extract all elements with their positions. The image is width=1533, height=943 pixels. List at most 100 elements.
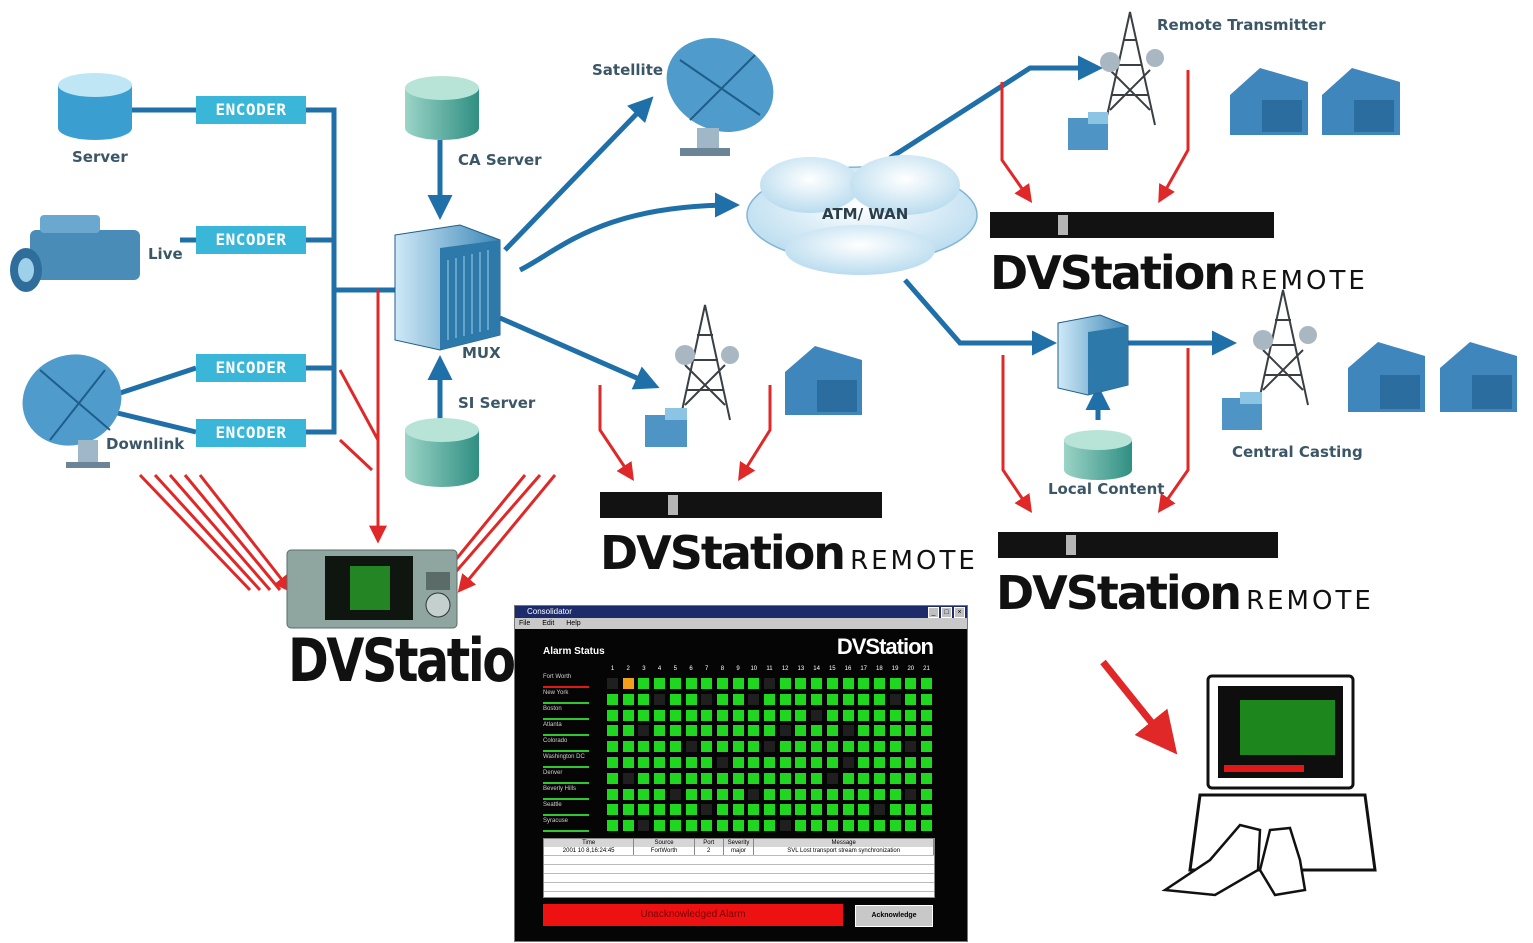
alarm-cell[interactable] <box>716 709 728 721</box>
alarm-cell[interactable] <box>905 725 917 737</box>
alarm-cell[interactable] <box>873 820 885 832</box>
alarm-cell[interactable] <box>873 804 885 816</box>
alarm-cell[interactable] <box>889 709 901 721</box>
alarm-cell[interactable] <box>811 772 823 784</box>
site-item[interactable]: Syracuse <box>543 818 599 834</box>
alarm-cell[interactable] <box>764 693 775 705</box>
alarm-cell[interactable] <box>732 678 744 689</box>
alarm-cell[interactable] <box>607 804 618 816</box>
alarm-cell[interactable] <box>732 788 744 800</box>
alarm-cell[interactable] <box>811 709 823 721</box>
alarm-cell[interactable] <box>701 804 713 816</box>
alarm-cell[interactable] <box>622 772 634 784</box>
alarm-cell[interactable] <box>889 757 901 768</box>
alarm-cell[interactable] <box>795 804 807 816</box>
alarm-cell[interactable] <box>622 788 634 800</box>
alarm-cell[interactable] <box>701 709 713 721</box>
alarm-cell[interactable] <box>748 678 760 689</box>
alarm-cell[interactable] <box>905 820 917 832</box>
alarm-cell[interactable] <box>701 741 713 753</box>
alarm-cell[interactable] <box>889 804 901 816</box>
alarm-cell[interactable] <box>779 741 791 753</box>
alarm-cell[interactable] <box>622 693 634 705</box>
alarm-cell[interactable] <box>811 693 823 705</box>
alarm-cell[interactable] <box>622 741 634 753</box>
column-header[interactable]: Source <box>634 839 695 847</box>
alarm-cell[interactable] <box>638 820 650 832</box>
alarm-cell[interactable] <box>921 772 932 784</box>
alarm-cell[interactable] <box>732 772 744 784</box>
alarm-cell[interactable] <box>654 678 666 689</box>
column-header[interactable]: Severity <box>724 839 755 847</box>
site-item[interactable]: Denver <box>543 770 599 786</box>
alarm-cell[interactable] <box>811 804 823 816</box>
alarm-cell[interactable] <box>732 725 744 737</box>
alarm-cell[interactable] <box>654 772 666 784</box>
alarm-cell[interactable] <box>811 757 823 768</box>
alarm-cell[interactable] <box>607 709 618 721</box>
alarm-cell[interactable] <box>607 788 618 800</box>
alarm-cell[interactable] <box>701 788 713 800</box>
alarm-cell[interactable] <box>779 804 791 816</box>
alarm-cell[interactable] <box>622 709 634 721</box>
alarm-cell[interactable] <box>842 709 854 721</box>
alarm-cell[interactable] <box>638 693 650 705</box>
column-header[interactable]: Message <box>754 839 934 847</box>
alarm-cell[interactable] <box>858 788 870 800</box>
alarm-cell[interactable] <box>858 772 870 784</box>
alarm-cell[interactable] <box>779 757 791 768</box>
alarm-cell[interactable] <box>826 693 838 705</box>
alarm-cell[interactable] <box>607 725 618 737</box>
alarm-cell[interactable] <box>826 820 838 832</box>
alarm-cell[interactable] <box>748 757 760 768</box>
alarm-cell[interactable] <box>638 772 650 784</box>
alarm-cell[interactable] <box>654 693 666 705</box>
alarm-cell[interactable] <box>607 678 618 689</box>
alarm-cell[interactable] <box>811 788 823 800</box>
alarm-cell[interactable] <box>622 804 634 816</box>
alarm-cell[interactable] <box>701 678 713 689</box>
alarm-cell[interactable] <box>701 757 713 768</box>
alarm-cell[interactable] <box>764 709 775 721</box>
alarm-cell[interactable] <box>858 678 870 689</box>
alarm-cell[interactable] <box>858 741 870 753</box>
alarm-cell[interactable] <box>889 772 901 784</box>
alarm-cell[interactable] <box>858 693 870 705</box>
alarm-cell[interactable] <box>748 804 760 816</box>
alarm-cell[interactable] <box>716 788 728 800</box>
alarm-cell[interactable] <box>716 741 728 753</box>
alarm-cell[interactable] <box>764 741 775 753</box>
site-item[interactable]: Boston <box>543 706 599 722</box>
alarm-cell[interactable] <box>842 788 854 800</box>
alarm-cell[interactable] <box>748 709 760 721</box>
alarm-cell[interactable] <box>732 804 744 816</box>
alarm-cell[interactable] <box>921 693 932 705</box>
alarm-cell[interactable] <box>716 804 728 816</box>
alarm-cell[interactable] <box>889 820 901 832</box>
alarm-cell[interactable] <box>795 678 807 689</box>
alarm-cell[interactable] <box>811 725 823 737</box>
site-item[interactable]: Fort Worth <box>543 674 599 690</box>
alarm-cell[interactable] <box>921 757 932 768</box>
site-item[interactable]: New York <box>543 690 599 706</box>
alarm-cell[interactable] <box>858 804 870 816</box>
alarm-cell[interactable] <box>795 693 807 705</box>
alarm-cell[interactable] <box>779 820 791 832</box>
alarm-cell[interactable] <box>795 709 807 721</box>
alarm-cell[interactable] <box>842 678 854 689</box>
alarm-cell[interactable] <box>795 725 807 737</box>
menu-edit[interactable]: Edit <box>542 620 555 627</box>
alarm-cell[interactable] <box>732 741 744 753</box>
alarm-cell[interactable] <box>638 709 650 721</box>
alarm-cell[interactable] <box>764 725 775 737</box>
alarm-cell[interactable] <box>638 741 650 753</box>
alarm-cell[interactable] <box>638 725 650 737</box>
alarm-cell[interactable] <box>858 820 870 832</box>
alarm-cell[interactable] <box>842 804 854 816</box>
column-header[interactable]: Time <box>544 839 635 847</box>
alarm-cell[interactable] <box>795 772 807 784</box>
alarm-cell[interactable] <box>779 678 791 689</box>
alarm-cell[interactable] <box>716 725 728 737</box>
alarm-cell[interactable] <box>795 757 807 768</box>
